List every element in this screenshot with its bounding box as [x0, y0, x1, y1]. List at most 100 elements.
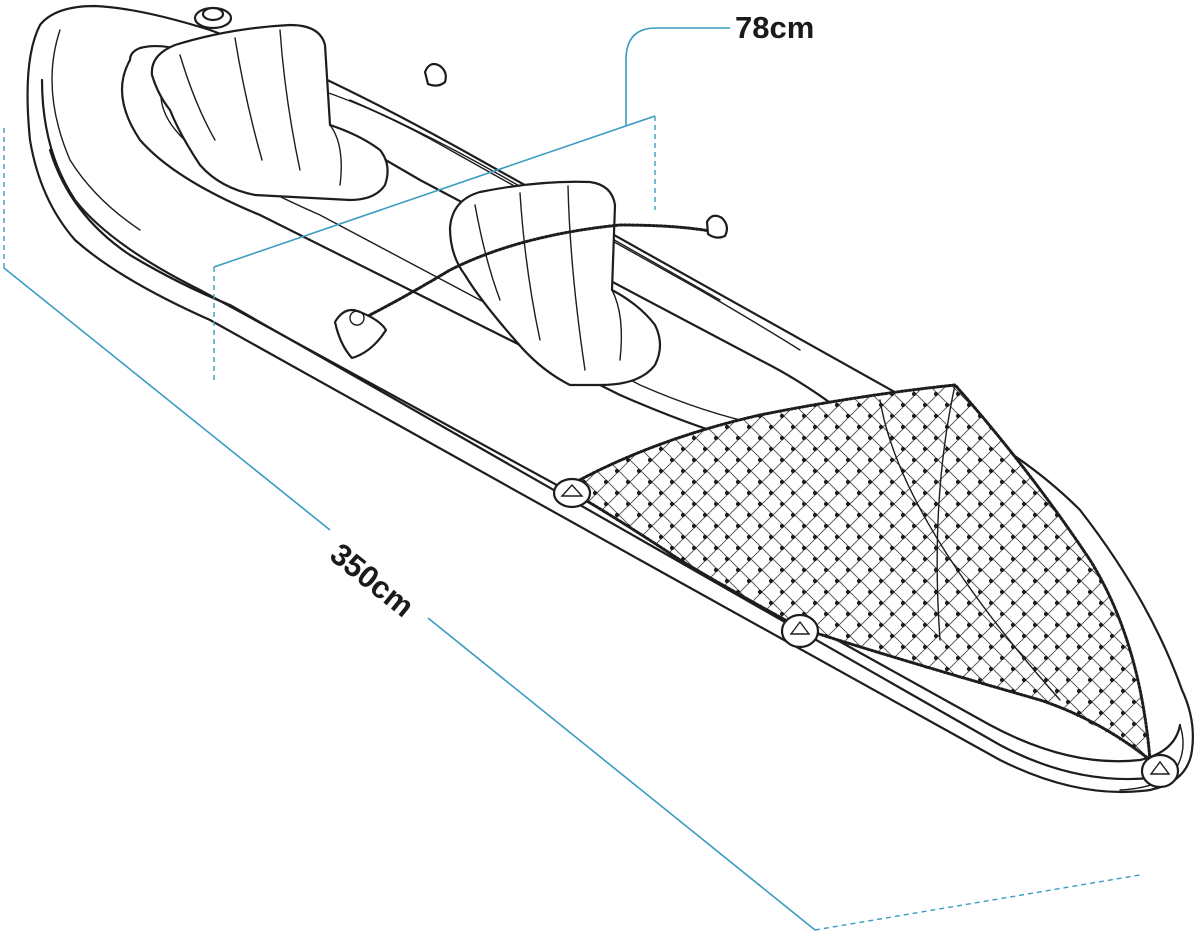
net-knot: [581, 655, 587, 661]
net-knot: [735, 391, 741, 397]
net-knot: [757, 501, 763, 507]
net-knot: [1087, 545, 1093, 551]
net-knot: [746, 710, 752, 716]
net-knot: [604, 788, 608, 792]
net-knot: [1110, 766, 1114, 770]
net-knot: [1054, 490, 1060, 496]
net-knot: [549, 557, 553, 561]
bungee-net-icon: [549, 348, 1169, 792]
net-knot: [911, 633, 917, 639]
net-knot: [922, 424, 928, 430]
net-knot: [1098, 666, 1104, 672]
net-knot: [790, 732, 796, 738]
net-knot: [625, 413, 631, 419]
net-knot: [977, 699, 983, 705]
net-knot: [856, 424, 862, 430]
net-knot: [636, 688, 642, 694]
net-knot: [1098, 600, 1104, 606]
net-knot: [1098, 402, 1104, 408]
net-knot: [702, 622, 708, 628]
net-knot: [549, 447, 553, 451]
net-knot: [823, 523, 829, 529]
paddle-clip-icon: [333, 308, 388, 360]
net-knot: [549, 667, 553, 671]
net-knot: [636, 490, 642, 496]
net-knot: [1033, 777, 1037, 781]
net-knot: [779, 699, 785, 705]
net-knot: [581, 457, 587, 463]
net-knot: [1000, 348, 1004, 352]
net-knot: [713, 413, 719, 419]
net-knot: [735, 523, 741, 529]
net-knot: [812, 534, 818, 540]
net-knot: [1154, 744, 1158, 748]
net-knot: [824, 348, 828, 352]
net-knot: [1165, 689, 1169, 693]
net-knot: [560, 590, 564, 594]
net-knot: [647, 655, 653, 661]
net-knot: [911, 611, 917, 617]
net-knot: [922, 622, 928, 628]
net-knot: [1055, 359, 1059, 363]
net-knot: [1131, 413, 1137, 419]
net-knot: [658, 468, 664, 474]
net-knot: [757, 743, 763, 749]
net-knot: [1032, 402, 1038, 408]
net-knot: [1032, 754, 1038, 760]
net-knot: [845, 589, 851, 595]
net-knot: [1142, 556, 1148, 562]
net-knot: [702, 644, 708, 650]
net-knot: [746, 424, 752, 430]
width-leader-line: [625, 27, 730, 125]
net-knot: [1076, 578, 1082, 584]
net-knot: [680, 490, 686, 496]
net-knot: [1098, 512, 1104, 518]
net-knot: [999, 457, 1005, 463]
net-knot: [944, 402, 950, 408]
net-knot: [658, 512, 664, 518]
net-knot: [790, 512, 796, 518]
net-knot: [1043, 523, 1049, 529]
net-knot: [933, 413, 939, 419]
net-knot: [1154, 656, 1158, 660]
net-knot: [735, 633, 741, 639]
net-knot: [956, 348, 960, 352]
net-knot: [560, 546, 564, 550]
net-knot: [878, 710, 884, 716]
net-knot: [647, 523, 653, 529]
net-knot: [570, 512, 576, 518]
net-knot: [967, 359, 971, 363]
net-knot: [1142, 688, 1148, 694]
net-knot: [1077, 777, 1081, 781]
net-knot: [1065, 567, 1071, 573]
net-knot: [582, 788, 586, 792]
net-knot: [955, 699, 961, 705]
net-knot: [758, 766, 762, 770]
net-knot: [1142, 446, 1148, 452]
net-knot: [768, 402, 774, 408]
net-knot: [1032, 385, 1038, 386]
net-knot: [867, 721, 873, 727]
net-knot: [581, 633, 587, 639]
net-knot: [702, 688, 708, 694]
net-knot: [1120, 556, 1126, 562]
net-knot: [593, 777, 597, 781]
net-knot: [856, 622, 862, 628]
net-knot: [1131, 633, 1137, 639]
length-measure-line-upper: [3, 267, 331, 531]
net-knot: [626, 766, 630, 770]
net-knot: [1142, 468, 1148, 474]
net-knot: [658, 578, 664, 584]
net-knot: [1076, 468, 1082, 474]
net-knot: [988, 644, 994, 650]
net-knot: [1010, 468, 1016, 474]
net-knot: [549, 403, 553, 407]
net-knot: [1087, 435, 1093, 441]
net-knot: [988, 468, 994, 474]
net-knot: [746, 446, 752, 452]
net-knot: [735, 501, 741, 507]
net-knot: [680, 385, 686, 386]
net-knot: [999, 391, 1005, 397]
net-knot: [757, 523, 763, 529]
